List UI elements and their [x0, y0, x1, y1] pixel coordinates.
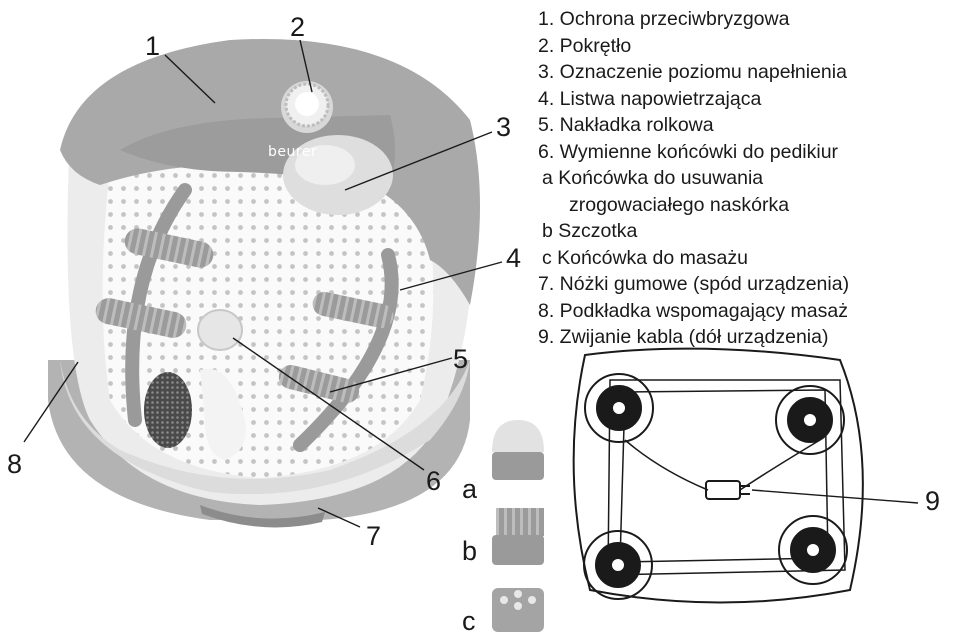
massage-pad: [144, 372, 192, 448]
attachment-label-c: c: [462, 606, 476, 636]
callout-2: 2: [290, 12, 305, 42]
callout-3: 3: [496, 112, 511, 142]
callout-6: 6: [426, 466, 441, 496]
legend-subitem-a-cont: zrogowaciałego naskórka: [538, 192, 953, 219]
rubber-foot-2: [776, 386, 844, 454]
attachments: a b c: [462, 420, 544, 636]
callout-4: 4: [506, 243, 521, 273]
attachment-label-a: a: [462, 474, 478, 504]
legend-item-7: 7. Nóżki gumowe (spód urządzenia): [538, 271, 953, 298]
legend-subitem-a: a Końcówka do usuwania: [538, 165, 953, 192]
legend-item-2: 2. Pokrętło: [538, 33, 953, 60]
legend-subitem-c: c Końcówka do masażu: [538, 245, 953, 272]
cable-plug: [706, 481, 750, 499]
rubber-foot-1: [585, 374, 653, 442]
callout-7: 7: [366, 521, 381, 551]
underside-view: [574, 349, 863, 603]
callout-8: 8: [7, 449, 22, 479]
legend-item-4: 4. Listwa napowietrzająca: [538, 86, 953, 113]
foot-spa: beurer: [48, 39, 480, 527]
pedicure-attachment: [198, 310, 242, 350]
attachment-c: [492, 588, 544, 632]
rubber-foot-3: [584, 531, 652, 599]
legend-item-8: 8. Podkładka wspomagający masaż: [538, 298, 953, 325]
attachment-b: [492, 508, 544, 565]
callout-5: 5: [453, 344, 468, 374]
legend-item-6: 6. Wymienne końcówki do pedikiur: [538, 139, 953, 166]
callout-9: 9: [925, 486, 940, 516]
legend-item-1: 1. Ochrona przeciwbryzgowa: [538, 6, 953, 33]
callout-1: 1: [145, 31, 160, 61]
rubber-foot-4: [779, 516, 847, 584]
control-knob: [281, 81, 333, 133]
legend-item-9: 9. Zwijanie kabla (dół urządzenia): [538, 324, 953, 351]
legend-item-3: 3. Oznaczenie poziomu napełnienia: [538, 59, 953, 86]
parts-legend: 1. Ochrona przeciwbryzgowa 2. Pokrętło 3…: [538, 6, 953, 351]
attachment-a: [492, 420, 544, 480]
brand-logo: beurer: [268, 144, 317, 160]
legend-subitem-b: b Szczotka: [538, 218, 953, 245]
legend-item-5: 5. Nakładka rolkowa: [538, 112, 953, 139]
attachment-label-b: b: [462, 536, 477, 566]
